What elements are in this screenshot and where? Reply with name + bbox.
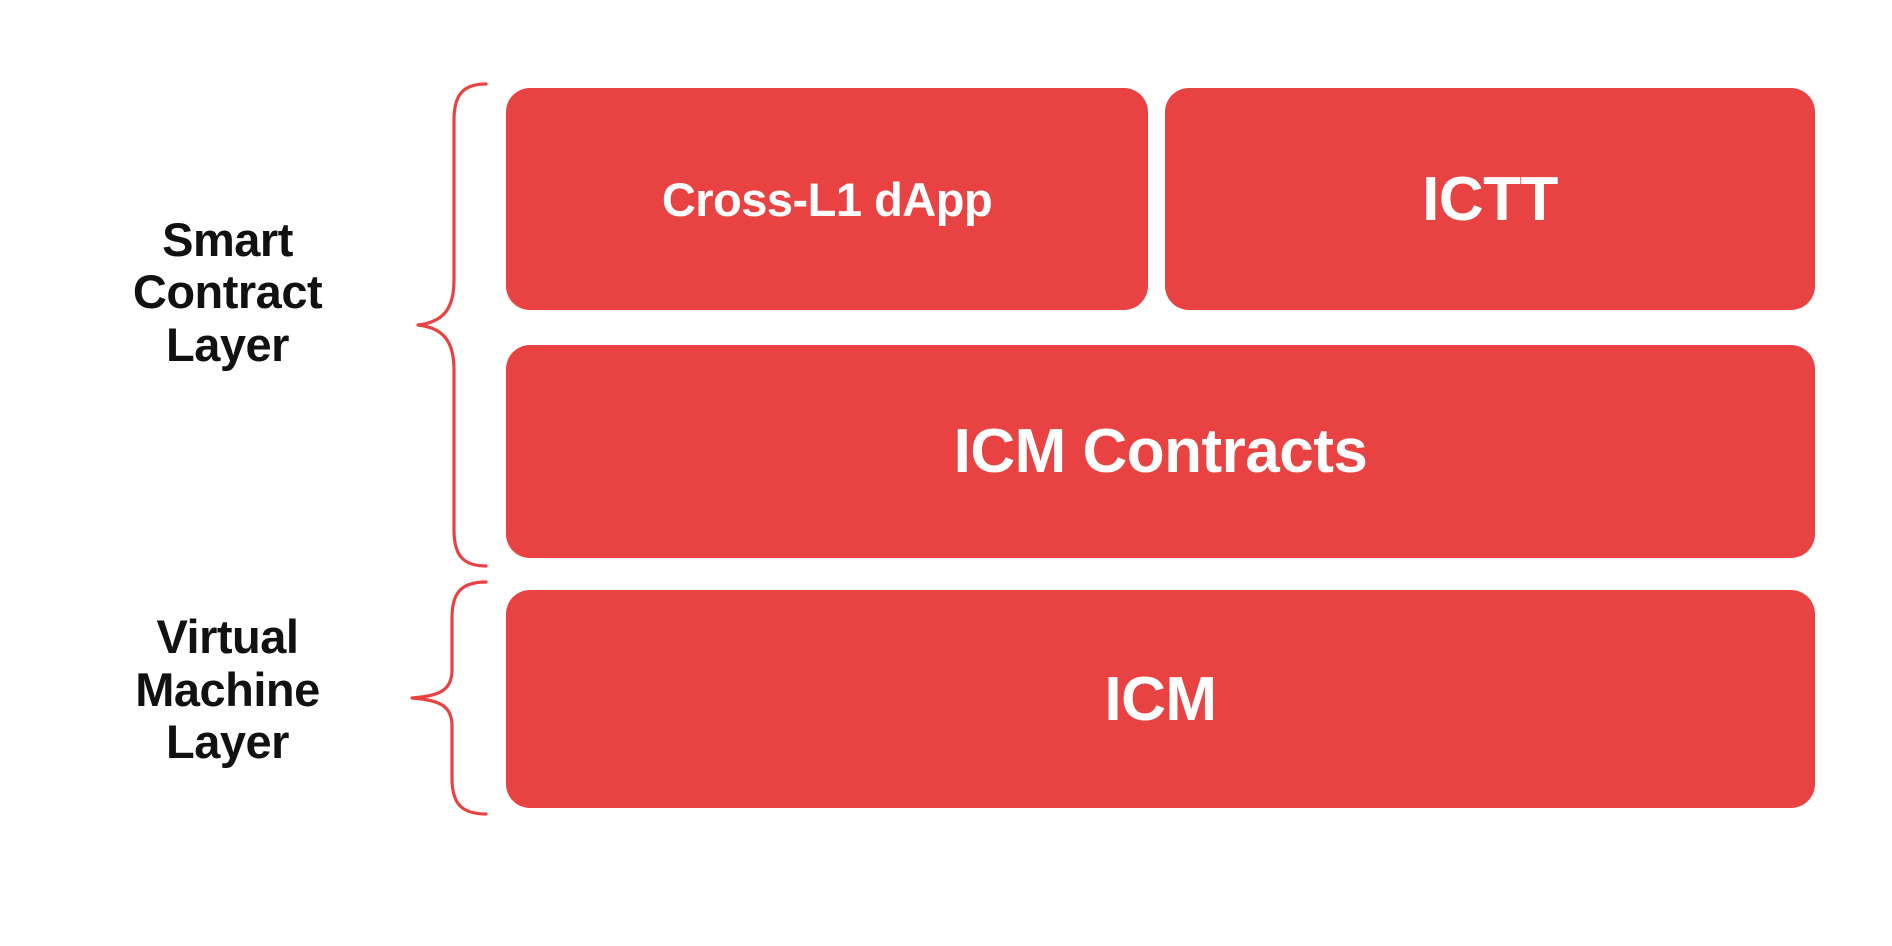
node-box-icm-contracts[interactable]: ICM Contracts xyxy=(506,345,1815,558)
node-box-ictt[interactable]: ICTT xyxy=(1165,88,1815,310)
node-label-cross-l1-dapp: Cross-L1 dApp xyxy=(661,172,993,226)
group-label-virtual-machine-layer: Virtual Machine Layer xyxy=(135,610,320,769)
node-label-ictt: ICTT xyxy=(1422,164,1558,234)
node-label-icm-contracts: ICM Contracts xyxy=(953,417,1368,486)
group-label-smart-contract-layer: Smart Contract Layer xyxy=(132,212,323,371)
brace-smart-contract-layer xyxy=(416,82,488,568)
node-box-cross-l1-dapp[interactable]: Cross-L1 dApp xyxy=(506,88,1148,310)
node-label-icm: ICM xyxy=(1104,664,1217,734)
node-box-icm[interactable]: ICM xyxy=(506,590,1815,808)
brace-virtual-machine-layer xyxy=(410,580,488,816)
